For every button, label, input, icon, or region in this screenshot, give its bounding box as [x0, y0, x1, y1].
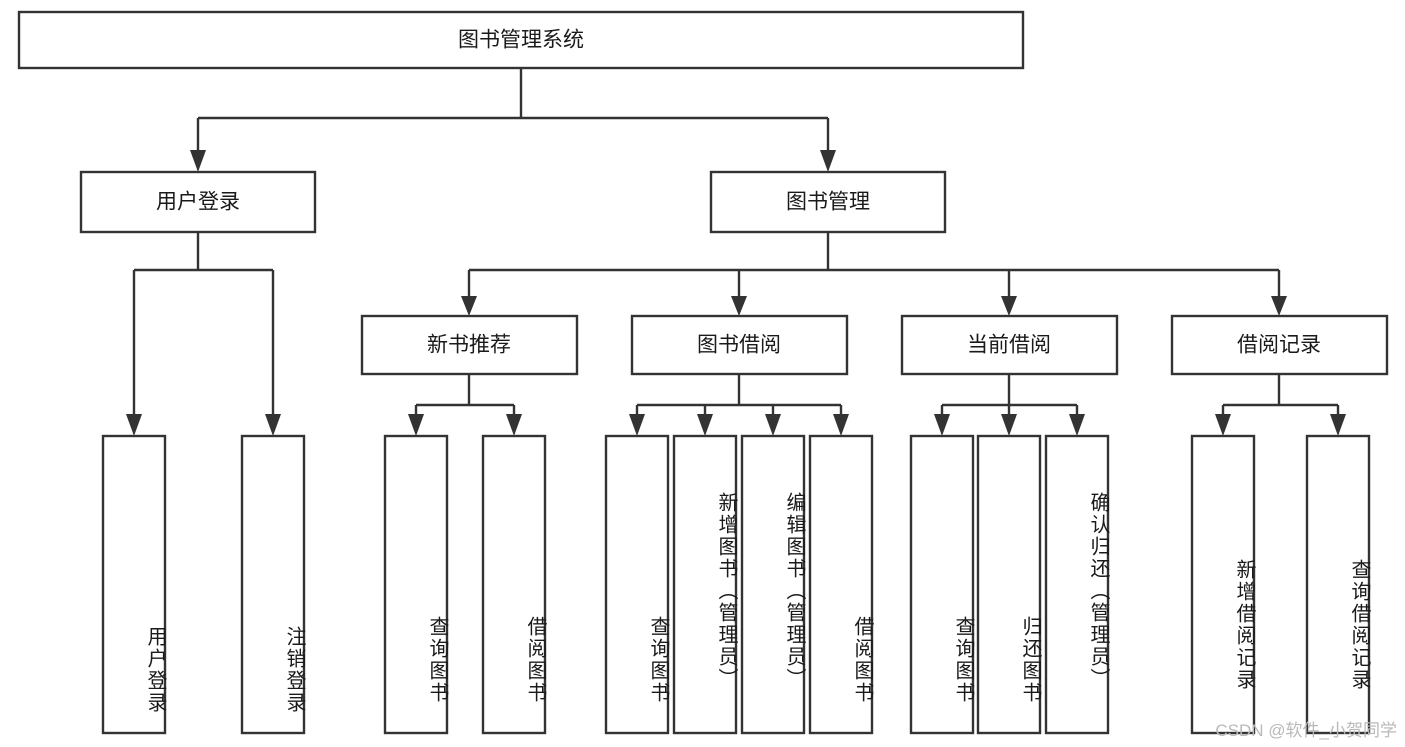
node-layer: 图书管理系统 用户登录 图书管理 新书推荐 图书借阅 当前借阅 借阅记录: [17, 10, 1389, 735]
node-label-root: 图书管理系统: [458, 29, 584, 52]
node-label-record: 借阅记录: [1237, 334, 1321, 357]
node-label-current: 当前借阅: [967, 334, 1051, 357]
arrow-head-leaf-2: [265, 414, 281, 436]
node-box-leaf-5[interactable]: [604, 434, 670, 735]
arrow-head-leaf-11: [1069, 414, 1085, 436]
arrow-head-current: [1001, 296, 1017, 316]
arrow-head-leaf-4: [506, 414, 522, 436]
arrow-head-leaf-7: [765, 414, 781, 436]
node-box-root[interactable]: [17, 10, 1025, 70]
node-box-leaf-13[interactable]: [1305, 434, 1371, 735]
node-box-leaf-8[interactable]: [808, 434, 874, 735]
arrow-head-leaf-12: [1215, 414, 1231, 436]
arrow-head-borrow: [731, 296, 747, 316]
arrow-head-leaf-8: [833, 414, 849, 436]
node-box-borrow[interactable]: [630, 314, 849, 376]
node-box-newbook[interactable]: [360, 314, 579, 376]
node-box-leaf-9[interactable]: [909, 434, 975, 735]
node-box-login[interactable]: [79, 170, 317, 234]
node-box-leaf-11[interactable]: [1044, 434, 1110, 735]
node-label-borrow: 图书借阅: [697, 334, 781, 357]
arrow-head-login: [190, 150, 206, 172]
arrow-head-leaf-6: [697, 414, 713, 436]
arrow-head-leaf-3: [408, 414, 424, 436]
node-box-leaf-12[interactable]: [1190, 434, 1256, 735]
node-label-bookmgmt: 图书管理: [786, 191, 870, 214]
watermark-text: CSDN @软件_小贺同学: [1215, 721, 1397, 740]
arrow-head-newbook: [461, 296, 477, 316]
node-box-current[interactable]: [900, 314, 1119, 376]
node-box-leaf-7[interactable]: [740, 434, 806, 735]
arrow-head-leaf-9: [934, 414, 950, 436]
arrow-head-leaf-13: [1330, 414, 1346, 436]
node-box-leaf-1[interactable]: [101, 434, 167, 735]
arrow-head-record: [1271, 296, 1287, 316]
arrow-head-leaf-10: [1001, 414, 1017, 436]
node-box-leaf-10[interactable]: [976, 434, 1042, 735]
connector-layer: [126, 68, 1346, 436]
node-box-record[interactable]: [1170, 314, 1389, 376]
arrow-head-leaf-1: [126, 414, 142, 436]
arrow-head-bookmgmt: [820, 150, 836, 172]
node-label-login: 用户登录: [156, 191, 240, 214]
node-box-bookmgmt[interactable]: [709, 170, 947, 234]
node-box-leaf-4[interactable]: [481, 434, 547, 735]
arrow-head-leaf-5: [629, 414, 645, 436]
node-label-newbook: 新书推荐: [427, 334, 511, 357]
node-box-leaf-6[interactable]: [672, 434, 738, 735]
node-box-leaf-2[interactable]: [240, 434, 306, 735]
node-box-leaf-3[interactable]: [383, 434, 449, 735]
